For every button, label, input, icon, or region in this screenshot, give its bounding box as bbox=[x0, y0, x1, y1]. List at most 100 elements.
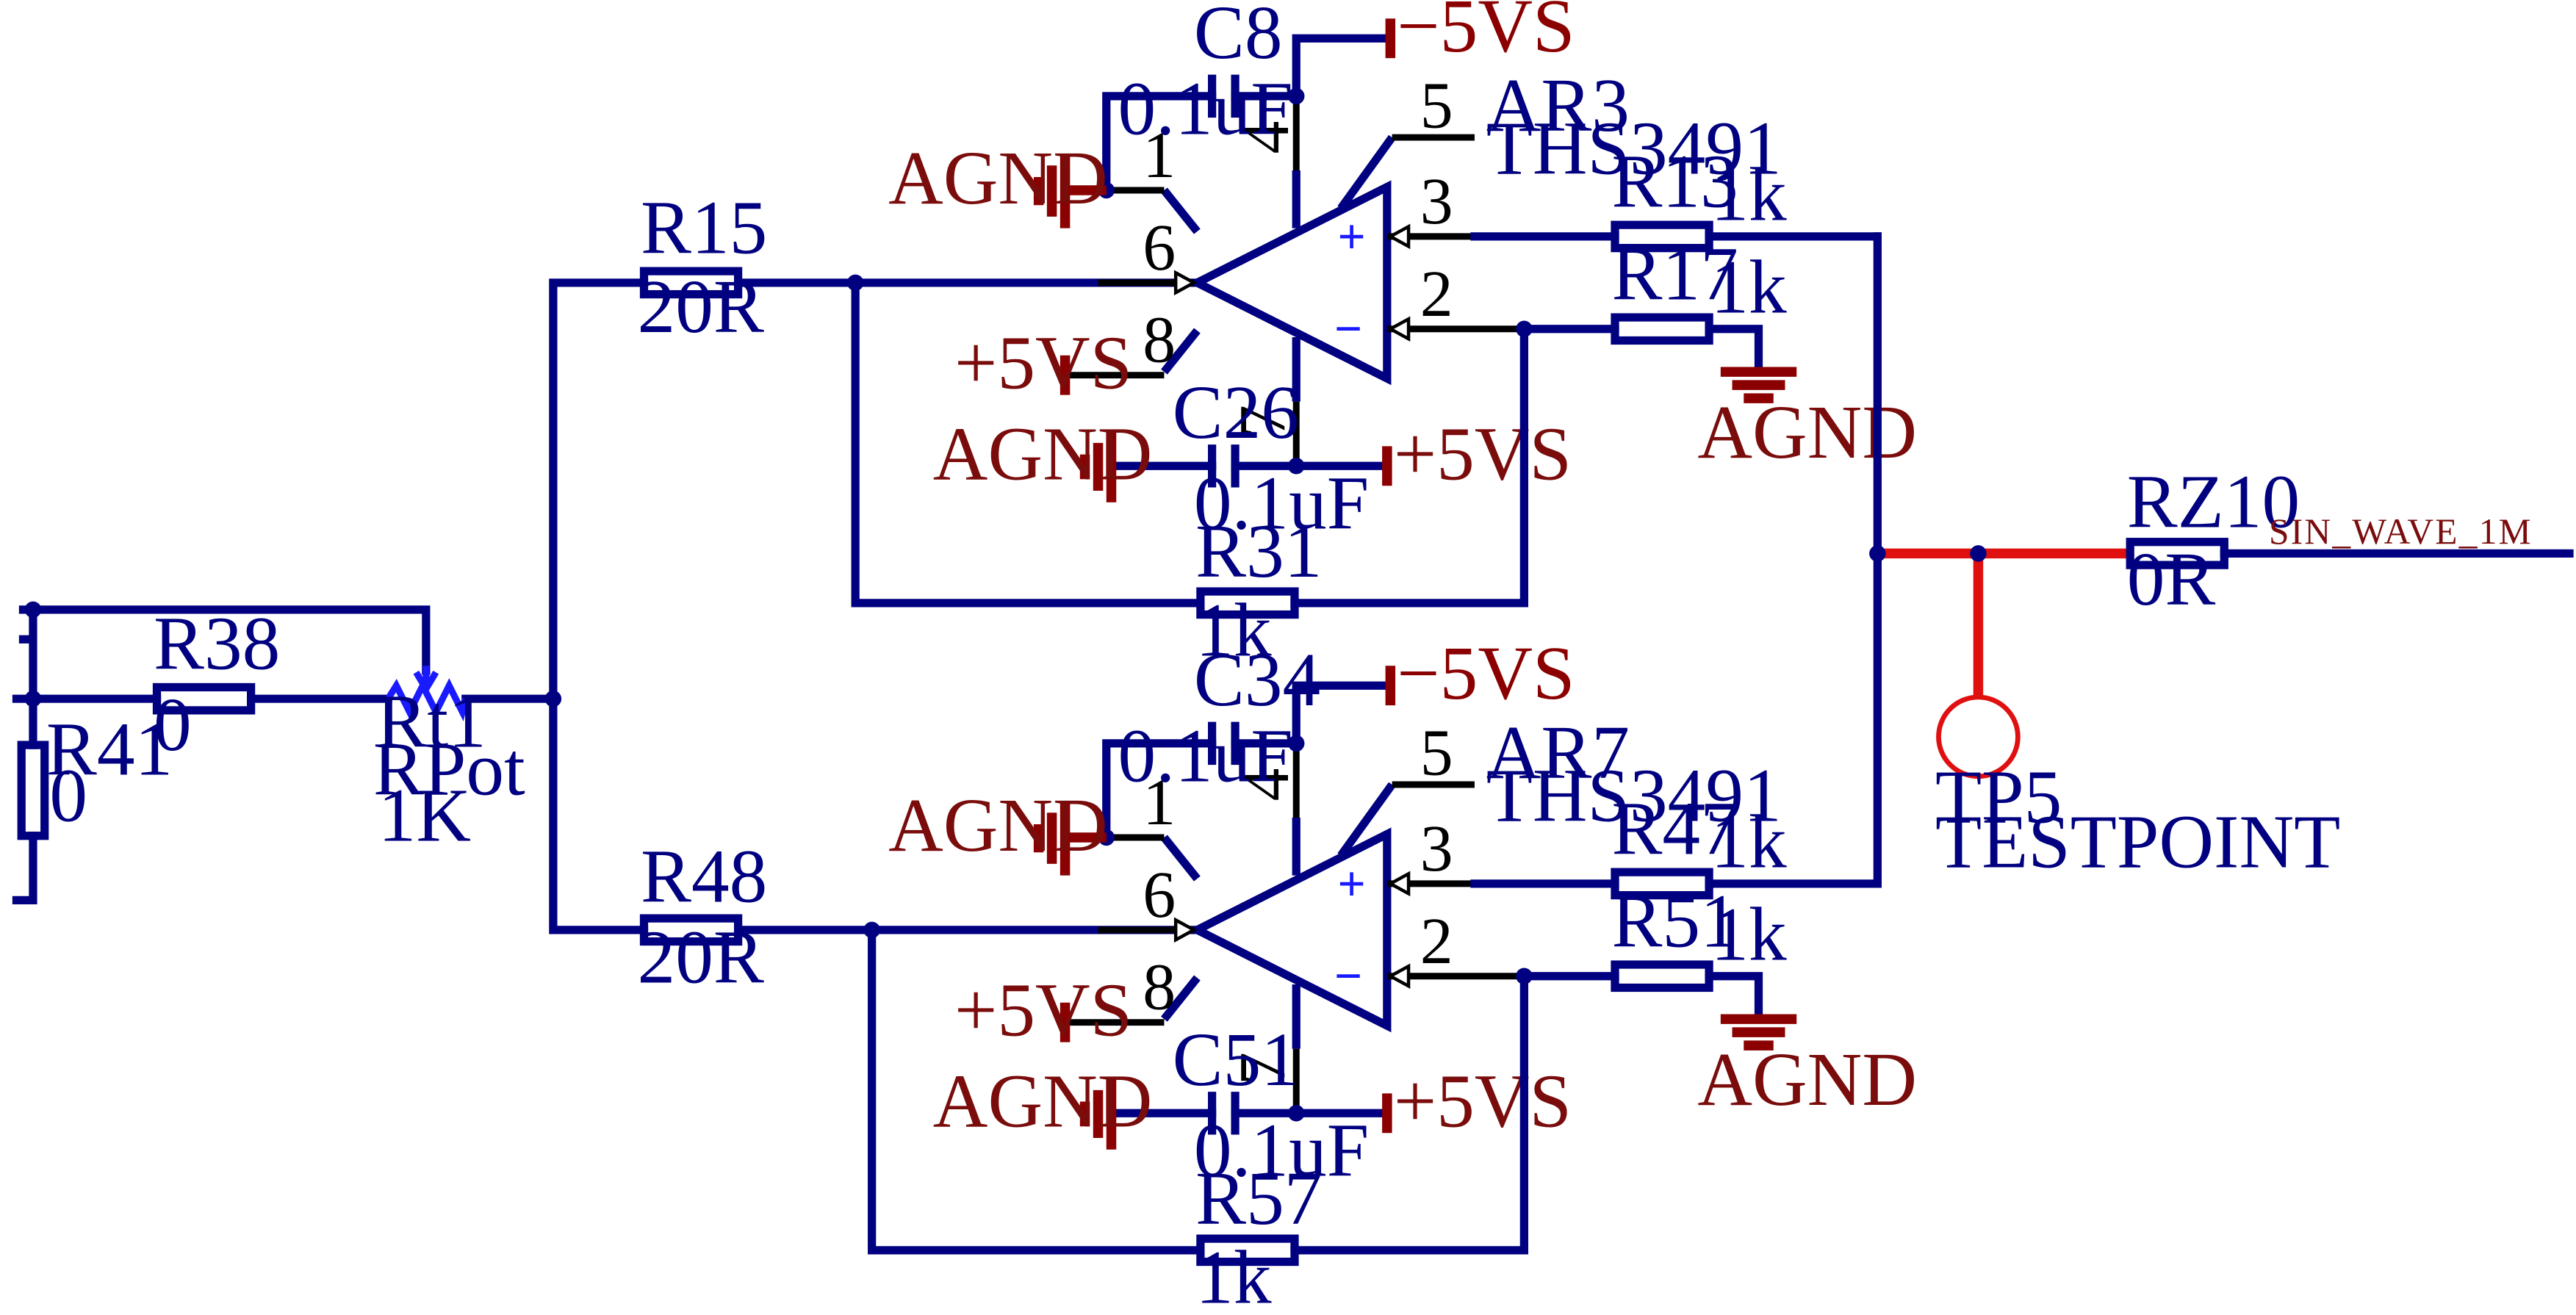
opamp-ar3-stubs bbox=[1161, 134, 1396, 402]
power-label-neg: −5VS bbox=[1397, 632, 1575, 716]
resistor-r13 bbox=[1611, 220, 1713, 253]
c26-ref: C26 bbox=[1173, 371, 1299, 455]
pin-number: 2 bbox=[1420, 905, 1453, 978]
r13-ref: R13 bbox=[1611, 140, 1738, 223]
r51-value: 1k bbox=[1710, 893, 1787, 976]
testpoint-wire bbox=[1877, 548, 2131, 696]
c34-wire bbox=[1102, 681, 1392, 842]
resistor-r57 bbox=[1196, 1234, 1299, 1267]
pin-number: 7 bbox=[1227, 405, 1300, 438]
power-label-pos: +5VS bbox=[1394, 1059, 1572, 1143]
pin-number: 8 bbox=[1143, 304, 1176, 377]
output-network: TP5 TESTPOINT RZ10 0R SIN_WAVE_1M bbox=[1869, 232, 2574, 888]
r41-value: 0 bbox=[49, 754, 87, 837]
junction-dot bbox=[1288, 458, 1305, 475]
pin-arrow-icon bbox=[1386, 871, 1411, 897]
junction-dot bbox=[863, 921, 880, 939]
wiper-arrow-icon bbox=[413, 666, 439, 696]
agnd-icon bbox=[1033, 154, 1107, 228]
ar3-pins bbox=[1065, 96, 1525, 465]
junction-dot bbox=[1288, 735, 1305, 752]
capacitor-c34 bbox=[1207, 721, 1240, 765]
potentiometer-rt1 bbox=[385, 678, 469, 722]
rz10-ref: RZ10 bbox=[2127, 460, 2300, 544]
c8-wire bbox=[1102, 34, 1392, 195]
resistor-r48 bbox=[639, 914, 743, 946]
r47-ref: R47 bbox=[1611, 787, 1738, 871]
rt1-ref: Rt1 bbox=[376, 680, 486, 763]
input-network: R38 0 R41 0 Rt1 RPot 1K bbox=[12, 601, 562, 904]
r15-ref: R15 bbox=[641, 186, 767, 270]
pin-arrow-icon bbox=[1173, 917, 1198, 943]
agnd-label: AGND bbox=[933, 412, 1153, 496]
r38-ref: R38 bbox=[154, 602, 280, 686]
pin-arrow-icon bbox=[1386, 316, 1411, 342]
plus-symbol: + bbox=[1337, 209, 1365, 264]
amplifier-ar7-block: + − 1 6 8 5 3 2 4 7 AR7 THS3491 C34 0.1u… bbox=[863, 632, 1917, 1315]
junction-dot bbox=[1288, 1105, 1305, 1122]
resistor-r38 bbox=[152, 682, 256, 715]
c8-value: 0.1uF bbox=[1118, 68, 1293, 151]
r48-value: 20R bbox=[638, 916, 764, 1000]
pin-number: 4 bbox=[1230, 121, 1303, 154]
tp5-ref: TP5 bbox=[1935, 756, 2062, 840]
pin-number: 3 bbox=[1420, 813, 1453, 885]
resistor-r47 bbox=[1611, 868, 1713, 900]
pin-number: 6 bbox=[1143, 212, 1176, 284]
junction-dot bbox=[1288, 87, 1305, 105]
input-wire bbox=[12, 605, 558, 904]
net-label-output: SIN_WAVE_1M bbox=[2269, 511, 2533, 552]
junction-dot bbox=[846, 274, 864, 292]
r48-ref: R48 bbox=[641, 835, 767, 919]
rt1-value: 1K bbox=[378, 774, 471, 857]
c51-value: 0.1uF bbox=[1194, 1109, 1369, 1193]
r13-value: 1k bbox=[1710, 153, 1787, 237]
rz10-value: 0R bbox=[2127, 538, 2216, 622]
resistor-r51 bbox=[1611, 960, 1713, 992]
opamp-ar3 bbox=[1187, 180, 1392, 386]
ar3-ref: AR3 bbox=[1486, 64, 1630, 148]
capacitor-c51 bbox=[1207, 1092, 1240, 1135]
pin-number: 6 bbox=[1143, 859, 1176, 932]
agnd-icon bbox=[1720, 367, 1797, 403]
ar7-input-wire bbox=[1470, 879, 1882, 1023]
agnd-icon bbox=[1720, 1014, 1797, 1051]
resistor-r15 bbox=[639, 267, 743, 299]
opamp-ar7-stubs bbox=[1161, 782, 1396, 1049]
r17-ref: R17 bbox=[1611, 232, 1738, 316]
power-label-pos: +5VS bbox=[1394, 412, 1572, 496]
junction-dot bbox=[1869, 545, 1886, 562]
power-label-pos: +5VS bbox=[954, 322, 1132, 406]
r31-ref: R31 bbox=[1195, 510, 1322, 594]
agnd-label: AGND bbox=[888, 137, 1108, 220]
r41-ref: R41 bbox=[46, 708, 173, 792]
agnd-label: AGND bbox=[1697, 391, 1917, 475]
r31-value: 1k bbox=[1195, 589, 1272, 673]
r15-value: 20R bbox=[638, 265, 764, 349]
feedback-wire bbox=[868, 926, 1529, 1255]
power-label-pos: +5VS bbox=[954, 969, 1132, 1053]
tp5-type: TESTPOINT bbox=[1935, 800, 2340, 884]
agnd-label: AGND bbox=[933, 1059, 1153, 1143]
agnd-icon bbox=[1079, 431, 1117, 502]
c34-ref: C34 bbox=[1194, 638, 1320, 722]
power-label-neg: −5VS bbox=[1397, 0, 1575, 68]
r17-value: 1k bbox=[1710, 245, 1787, 329]
capacitor-c8 bbox=[1207, 74, 1240, 118]
minus-symbol: − bbox=[1334, 301, 1362, 356]
agnd-label: AGND bbox=[888, 784, 1108, 868]
r57-ref: R57 bbox=[1195, 1157, 1322, 1241]
pin-number: 4 bbox=[1230, 768, 1303, 801]
agnd-icon bbox=[1079, 1078, 1117, 1150]
resistor-r31 bbox=[1196, 587, 1299, 619]
resistor-r17 bbox=[1611, 313, 1713, 345]
testpoint-icon bbox=[1936, 694, 2021, 779]
rt1-type: RPot bbox=[373, 728, 525, 812]
pin-number: 7 bbox=[1227, 1052, 1300, 1085]
junction-dot bbox=[24, 601, 42, 619]
r51-ref: R51 bbox=[1611, 879, 1738, 963]
c26-value: 0.1uF bbox=[1194, 462, 1369, 546]
ar7-part: THS3491 bbox=[1486, 754, 1782, 837]
ar7-ref: AR7 bbox=[1486, 711, 1630, 795]
split-wire bbox=[549, 278, 1198, 934]
